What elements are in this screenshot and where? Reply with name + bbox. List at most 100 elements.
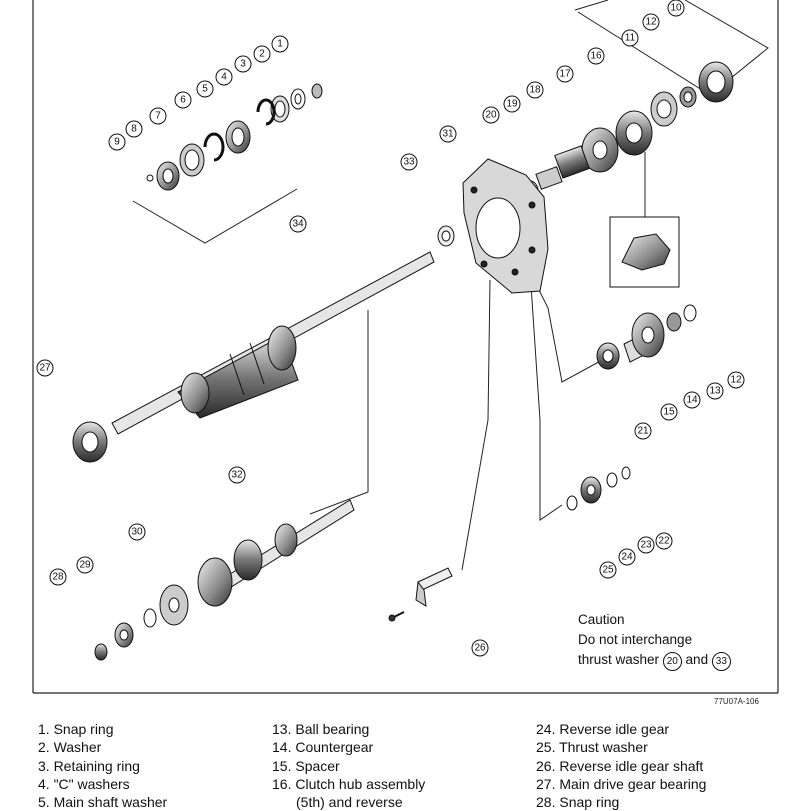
- callout-label: 34: [292, 219, 304, 230]
- callout-label: 14: [686, 395, 698, 406]
- callout-label: 16: [590, 51, 602, 62]
- callout-label: 32: [231, 470, 243, 481]
- callout-label: 20: [485, 110, 497, 121]
- caution-note: Caution Do not interchange thrust washer…: [578, 610, 731, 671]
- callout-circle: [637, 536, 655, 554]
- callout-label: 33: [403, 157, 415, 168]
- legend-item: 3. Retaining ring: [38, 757, 140, 774]
- callout-circle: [228, 466, 246, 484]
- reverse-idle-gear-group: [566, 466, 631, 511]
- callout-circle: [621, 29, 639, 47]
- callout-label: 25: [602, 565, 614, 576]
- callout-circle: [215, 68, 233, 86]
- legend-item: 27. Main drive gear bearing: [536, 775, 707, 792]
- callout-circle: [289, 215, 307, 233]
- legend-item: 13. Ball bearing: [272, 721, 370, 737]
- callout-circle: [49, 568, 67, 586]
- callout-circle: [660, 403, 678, 421]
- callout-circle: [618, 548, 636, 566]
- callout-circle: [36, 359, 54, 377]
- callout-circle: [400, 153, 418, 171]
- callout-label: 24: [621, 552, 633, 563]
- legend-item: 16. Clutch hub assembly: [272, 775, 426, 792]
- thrust-washer-33: [437, 225, 455, 247]
- legend-item: 5. Main shaft washer: [38, 794, 168, 811]
- upper-washer-stack: [146, 83, 323, 191]
- legend-column-3: 24. Reverse idle gear 25. Thrust washer …: [536, 720, 706, 811]
- bracket-lines: [132, 0, 769, 571]
- callout-label: 7: [155, 111, 161, 122]
- caution-title: Caution: [578, 612, 625, 627]
- callout-label: 31: [442, 129, 454, 140]
- callout-circle: [471, 639, 489, 657]
- legend-column-2: 13. Ball bearing 14. Countergear 15. Spa…: [272, 720, 425, 811]
- callout-circle: [503, 95, 521, 113]
- figure-frame: [32, 0, 779, 694]
- callout-circle: [655, 532, 673, 550]
- callout-label: 1: [277, 39, 283, 50]
- callout-circle: [108, 133, 126, 151]
- callout-label: 8: [131, 124, 137, 135]
- callout-circle: [234, 55, 252, 73]
- legend-item: 28. Snap ring: [536, 794, 620, 811]
- callout-label: 4: [221, 72, 227, 83]
- caution-line-2: thrust washer 20 and 33: [578, 650, 731, 671]
- c-washers-4: [256, 98, 276, 126]
- callout-circle: [667, 0, 685, 17]
- legend-item: (5th) and reverse: [296, 794, 403, 811]
- callout-circle: [526, 81, 544, 99]
- callout-label: 3: [240, 59, 246, 70]
- countergear-assembly: [596, 304, 697, 370]
- callout-circle: [125, 120, 143, 138]
- legend-item: 24. Reverse idle gear: [536, 721, 670, 737]
- callout-circle: [706, 382, 724, 400]
- callout-circle: [556, 65, 574, 83]
- main-shaft-34: [111, 251, 435, 435]
- callout-label: 30: [131, 527, 143, 538]
- callout-label: 29: [79, 560, 91, 571]
- washer-ref-20: 20: [662, 652, 682, 671]
- main-drive-gear-bearing-27: [72, 421, 108, 463]
- callout-circle: [253, 45, 271, 63]
- legend-item: 4. "C" washers: [38, 775, 130, 792]
- callout-circle: [271, 35, 289, 53]
- callout-numbers: 1234567891011121213141516171819202122232…: [36, 0, 745, 657]
- detail-inset: [609, 216, 680, 288]
- callout-label: 22: [658, 536, 670, 547]
- callout-label: 5: [202, 84, 208, 95]
- callout-label: 23: [640, 540, 652, 551]
- lower-left-bearings: [94, 584, 189, 661]
- callout-label: 18: [529, 85, 541, 96]
- callout-label: 12: [645, 17, 657, 28]
- callout-label: 28: [52, 572, 64, 583]
- callout-label: 2: [259, 49, 265, 60]
- upper-right-parts: [521, 61, 734, 202]
- c-washers-6: [203, 132, 225, 162]
- ball-9: [146, 174, 154, 182]
- callout-label: 21: [637, 426, 649, 437]
- snap-ring-1: [311, 83, 323, 99]
- callout-circle: [128, 523, 146, 541]
- washer-ref-33: 33: [711, 652, 731, 671]
- legend-item: 15. Spacer: [272, 757, 340, 774]
- figure-id: 77U07A-106: [714, 697, 759, 706]
- legend-item: 1. Snap ring: [38, 721, 114, 737]
- legend-item: 14. Countergear: [272, 739, 374, 756]
- callout-label: 13: [709, 386, 721, 397]
- legend-item: 25. Thrust washer: [536, 739, 648, 756]
- legend-column-1: 1. Snap ring 2. Washer 3. Retaining ring…: [38, 720, 167, 811]
- callout-label: 26: [474, 643, 486, 654]
- callout-label: 17: [559, 69, 571, 80]
- callout-circle: [683, 391, 701, 409]
- callout-circle: [439, 125, 457, 143]
- callout-label: 15: [663, 407, 675, 418]
- callout-label: 10: [670, 3, 682, 14]
- callout-circle: [174, 91, 192, 109]
- callout-label: 27: [39, 363, 51, 374]
- callout-circle: [727, 371, 745, 389]
- callout-label: 19: [506, 99, 518, 110]
- caution-line-1: Do not interchange: [578, 632, 693, 647]
- legend-item: 26. Reverse idle gear shaft: [536, 757, 704, 774]
- callout-circle: [482, 106, 500, 124]
